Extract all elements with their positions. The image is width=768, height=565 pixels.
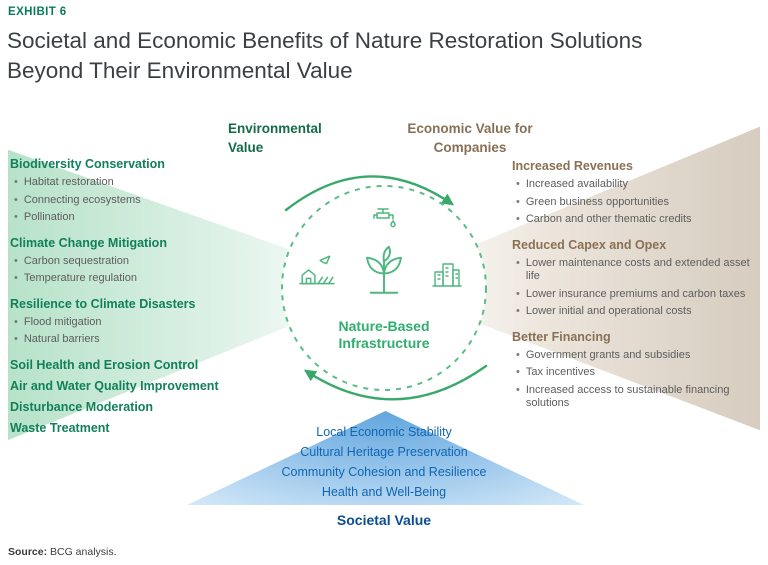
societal-value-heading: Societal Value (336, 512, 432, 528)
bullet-text: Lower initial and operational costs (525, 305, 692, 317)
bullet-text: Temperature regulation (23, 272, 137, 284)
list-item: Lower initial and operational costs (512, 305, 760, 319)
title-line-2: Beyond Their Environmental Value (7, 58, 353, 83)
bullet-text: Lower insurance premiums and carbon taxe… (525, 287, 746, 300)
benefit-group-revenues: Increased Revenues Increased availabilit… (512, 158, 760, 227)
bullet-text: Tax incentives (525, 366, 595, 378)
list-item: Carbon sequestration (10, 255, 278, 269)
plant-icon (366, 245, 402, 294)
source-note: Source: BCG analysis. (8, 546, 117, 558)
page-title: Societal and Economic Benefits of Nature… (7, 26, 642, 86)
benefit-group-resilience: Resilience to Climate Disasters Flood mi… (10, 296, 278, 347)
list-item: Connecting ecosystems (10, 194, 278, 208)
source-label: Source: (8, 546, 48, 558)
bullet-text: Natural barriers (23, 333, 100, 345)
list-item: Increased access to sustainable financin… (512, 384, 760, 411)
environmental-value-heading: Environmental Value (228, 121, 322, 155)
bullet-text: Habitat restoration (23, 176, 114, 188)
nature-based-infrastructure-label: Nature-Based Infrastructure (338, 318, 430, 351)
title-line-1: Societal and Economic Benefits of Nature… (7, 28, 643, 53)
societal-item: Health and Well-Being (321, 485, 447, 499)
list-item: Government grants and subsidies (512, 349, 760, 363)
environmental-benefits-list: Biodiversity Conservation Habitat restor… (10, 156, 278, 441)
societal-item: Local Economic Stability (316, 425, 452, 439)
bullet-text: Green business opportunities (525, 195, 669, 208)
group-title: Reduced Capex and Opex (512, 237, 667, 252)
nature-based-infrastructure-circle: Nature-Based Infrastructure (280, 184, 488, 392)
bullet-text: Carbon and other thematic credits (525, 213, 692, 225)
list-item: Lower maintenance costs and extended ass… (512, 257, 760, 284)
benefit-group-air-water: Air and Water Quality Improvement (10, 378, 278, 395)
bullet-text: Pollination (23, 211, 75, 223)
bullet-text: Government grants and subsidies (525, 348, 691, 361)
bullet-text: Connecting ecosystems (23, 193, 141, 206)
list-item: Flood mitigation (10, 316, 278, 330)
benefit-group-soil: Soil Health and Erosion Control (10, 357, 278, 374)
benefit-group-financing: Better Financing Government grants and s… (512, 329, 760, 411)
bullet-text: Carbon sequestration (23, 254, 130, 267)
benefit-group-capex-opex: Reduced Capex and Opex Lower maintenance… (512, 237, 760, 319)
city-buildings-icon (432, 263, 462, 287)
exhibit-label: EXHIBIT 6 (8, 6, 67, 18)
list-item: Natural barriers (10, 333, 278, 347)
list-item: Temperature regulation (10, 272, 278, 286)
group-title: Better Financing (512, 329, 611, 344)
benefit-group-disturbance: Disturbance Moderation (10, 399, 278, 416)
bullet-text: Increased availability (525, 178, 628, 190)
list-item: Carbon and other thematic credits (512, 213, 760, 227)
group-title: Disturbance Moderation (10, 399, 154, 414)
list-item: Green business opportunities (512, 196, 760, 210)
group-title: Climate Change Mitigation (10, 235, 167, 250)
group-title: Soil Health and Erosion Control (10, 357, 199, 372)
benefit-group-biodiversity: Biodiversity Conservation Habitat restor… (10, 156, 278, 225)
bullet-text: Increased access to sustainable financin… (525, 383, 730, 410)
list-item: Tax incentives (512, 366, 760, 380)
economic-value-heading: Economic Value for Companies (407, 121, 533, 155)
group-title: Waste Treatment (10, 420, 110, 435)
societal-values-list: Local Economic Stability Cultural Herita… (0, 422, 768, 502)
group-title: Air and Water Quality Improvement (10, 378, 219, 393)
list-item: Pollination (10, 211, 278, 225)
societal-item: Community Cohesion and Resilience (281, 465, 487, 479)
economic-benefits-list: Increased Revenues Increased availabilit… (512, 158, 760, 421)
farm-icon (299, 255, 335, 285)
list-item: Lower insurance premiums and carbon taxe… (512, 288, 760, 302)
group-title: Resilience to Climate Disasters (10, 296, 196, 311)
list-item: Habitat restoration (10, 176, 278, 190)
source-text: BCG analysis. (47, 546, 117, 558)
bullet-text: Lower maintenance costs and extended ass… (525, 256, 750, 283)
benefit-group-waste: Waste Treatment (10, 420, 278, 437)
list-item: Increased availability (512, 178, 760, 192)
bullet-text: Flood mitigation (23, 315, 102, 328)
benefit-group-climate-mitigation: Climate Change Mitigation Carbon sequest… (10, 235, 278, 286)
societal-item: Cultural Heritage Preservation (300, 445, 468, 459)
group-title: Increased Revenues (512, 159, 633, 173)
group-title: Biodiversity Conservation (10, 157, 165, 171)
water-tap-icon (373, 208, 396, 228)
